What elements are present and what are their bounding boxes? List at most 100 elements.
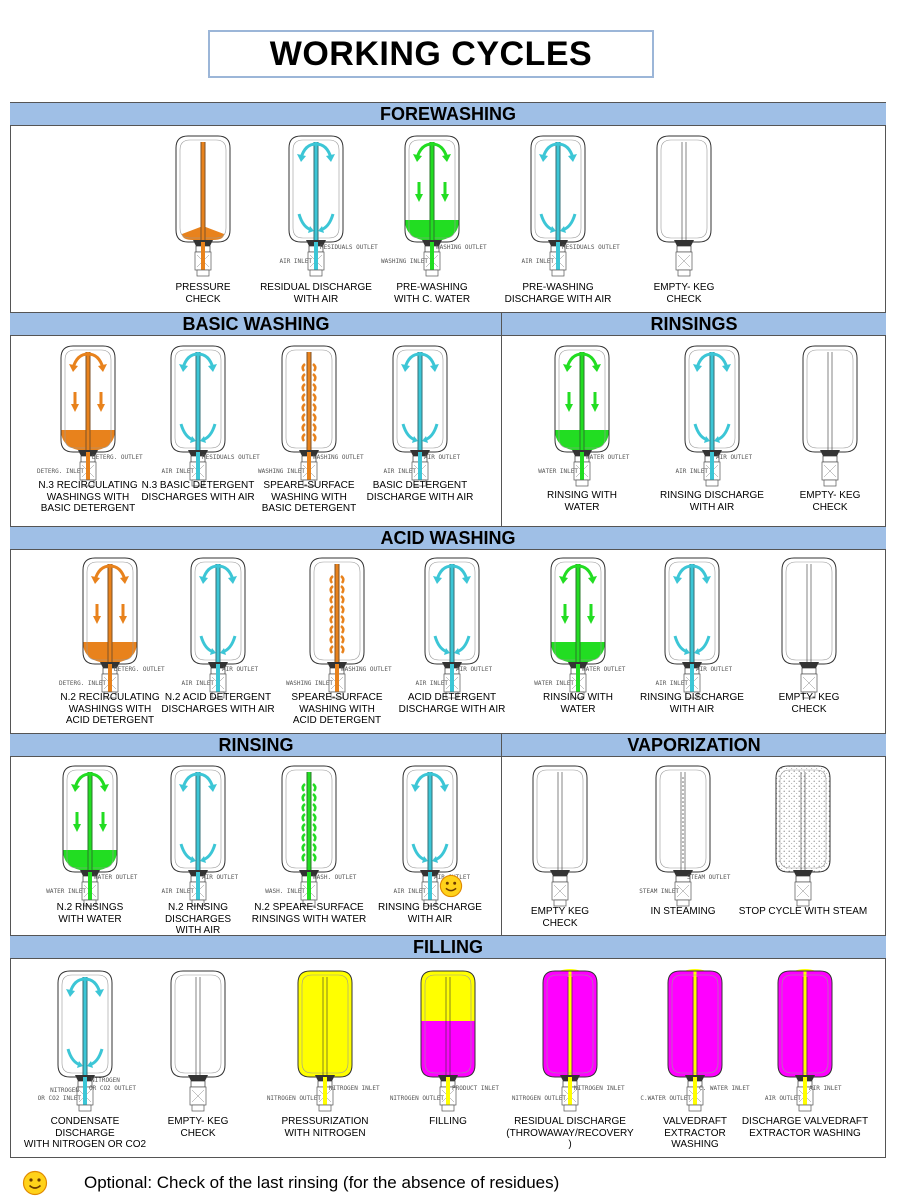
step-caption-line: DISCHARGE WITH AIR (366, 491, 474, 503)
keg-diagram-acid-washing-4 (417, 552, 487, 702)
keg-diagram-filling-5 (535, 965, 605, 1115)
port-inlet-label: WASH. INLET (265, 888, 305, 895)
step-caption-line: WITH AIR (175, 925, 221, 936)
port-inlet-label-top: NITROGEN (50, 1087, 79, 1094)
header-basic-washing: BASIC WASHING (10, 312, 502, 336)
port-inlet-label: DETERG. INLET (59, 680, 106, 687)
keg-diagram-filling-1 (50, 965, 120, 1115)
keg-diagram-acid-washing-5 (543, 552, 613, 702)
port-inlet-label: AIR INLET (181, 680, 214, 687)
port-outlet-label: RESIDUALS OUTLET (562, 244, 620, 251)
port-outlet-label: AIR OUTLET (716, 454, 753, 461)
port-inlet-label: AIR INLET (383, 468, 416, 475)
keg-diagram-basic-washing-1 (53, 340, 123, 490)
port-inlet-label: C.WATER OUTLET (640, 1095, 691, 1102)
step-caption-line: ACID DETERGENT (407, 692, 497, 703)
step-caption-line: FILLING (429, 1116, 467, 1127)
port-outlet-label-top: NITROGEN (91, 1077, 120, 1084)
step-caption-line: N.2 RECIRCULATING (60, 692, 160, 703)
header-vaporization: VAPORIZATION (502, 733, 886, 757)
keg-diagram-rinsings-3 (795, 340, 865, 490)
step-caption-line: CHECK (180, 1127, 216, 1139)
footer-note: Optional: Check of the last rinsing (for… (84, 1173, 560, 1192)
port-outlet-label: WASHING OUTLET (341, 666, 392, 673)
step-caption-line: BASIC DETERGENT (261, 503, 357, 514)
step-caption-line: STOP CYCLE WITH STEAM (738, 906, 868, 917)
keg-diagram-filling-4 (413, 965, 483, 1115)
step-caption-line: EMPTY- KEG (799, 490, 861, 501)
port-outlet-label: OR CO2 OUTLET (89, 1085, 136, 1092)
step-caption-line: EMPTY KEG (530, 906, 590, 917)
step-caption-line: CHECK (542, 917, 578, 929)
step-caption-line: (THROWAWAY/RECOVERY ) (506, 1127, 634, 1151)
step-caption-line: DISCHARGES WITH AIR (161, 703, 275, 715)
port-outlet-label: PRODUCT INLET (452, 1085, 499, 1092)
port-inlet-label: AIR INLET (161, 468, 194, 475)
step-caption-line: N.3 RECIRCULATING (38, 480, 138, 491)
step-caption-line: CHECK (791, 703, 827, 715)
step-caption-line: RINSINGS WITH WATER (251, 913, 367, 925)
port-inlet-label: AIR INLET (655, 680, 688, 687)
port-inlet-label: AIR INLET (521, 258, 554, 265)
step-caption-line: WITH NITROGEN OR CO2 (23, 1139, 147, 1150)
port-outlet-label: AIR OUTLET (202, 874, 239, 881)
step-caption-line: ACID DETERGENT (292, 715, 382, 726)
step-caption-line: WASHING (671, 1139, 719, 1150)
port-inlet-label: NITROGEN OUTLET (511, 1095, 566, 1102)
keg-diagram-acid-washing-3 (302, 552, 372, 702)
step-caption-line: RINSING WITH (547, 490, 617, 501)
port-inlet-label: WATER INLET (538, 468, 578, 475)
keg-diagram-forewashing-5 (649, 130, 719, 280)
header-rinsing: RINSING (10, 733, 502, 757)
keg-diagram-rinsing-3 (274, 760, 344, 910)
step-caption-line: DISCHARGE WITH AIR (504, 293, 612, 305)
keg-diagram-rinsing-1 (55, 760, 125, 910)
port-outlet-label: WATER OUTLET (582, 666, 626, 673)
port-outlet-label: AIR OUTLET (456, 666, 493, 673)
step-caption-line: BASIC DETERGENT (40, 503, 136, 514)
step-caption-line: WITH AIR (293, 293, 339, 305)
keg-diagram-acid-washing-1 (75, 552, 145, 702)
keg-diagram-basic-washing-3 (274, 340, 344, 490)
step-caption-line: CHECK (666, 293, 702, 305)
header-forewashing: FOREWASHING (10, 102, 886, 126)
step-caption-line: CHECK (185, 293, 221, 305)
step-caption-line: IN STEAMING (650, 906, 716, 917)
step-caption-line: WITH C. WATER (393, 293, 471, 305)
keg-diagram-filling-2 (163, 965, 233, 1115)
port-inlet-label: OR CO2 INLET (37, 1095, 81, 1102)
step-caption-line: PRE-WASHING (522, 282, 594, 293)
smiley-icon (22, 1170, 48, 1196)
step-caption-line: EMPTY- KEG (167, 1116, 229, 1127)
keg-diagram-basic-washing-4 (385, 340, 455, 490)
divider-basic-rinsings (501, 312, 502, 526)
step-caption-line: WASHING WITH (271, 491, 347, 503)
step-caption-line: CHECK (812, 501, 848, 513)
header-filling: FILLING (10, 935, 886, 959)
port-inlet-label: WASHING INLET (381, 258, 428, 265)
port-inlet-label: AIR INLET (279, 258, 312, 265)
step-caption-line: RINSING DISCHARGE (660, 490, 764, 501)
step-caption-line: WITH NITROGEN (284, 1127, 366, 1139)
keg-diagram-vaporization-3 (768, 760, 838, 910)
port-inlet-label: STEAM INLET (639, 888, 679, 895)
port-outlet-label: RESIDUALS OUTLET (320, 244, 378, 251)
port-outlet-label: NITROGEN INLET (329, 1085, 380, 1092)
port-inlet-label: DETERG. INLET (37, 468, 84, 475)
step-caption-line: N.2 RINSINGS (56, 902, 124, 913)
step-caption-line: RESIDUAL DISCHARGE (260, 282, 372, 293)
